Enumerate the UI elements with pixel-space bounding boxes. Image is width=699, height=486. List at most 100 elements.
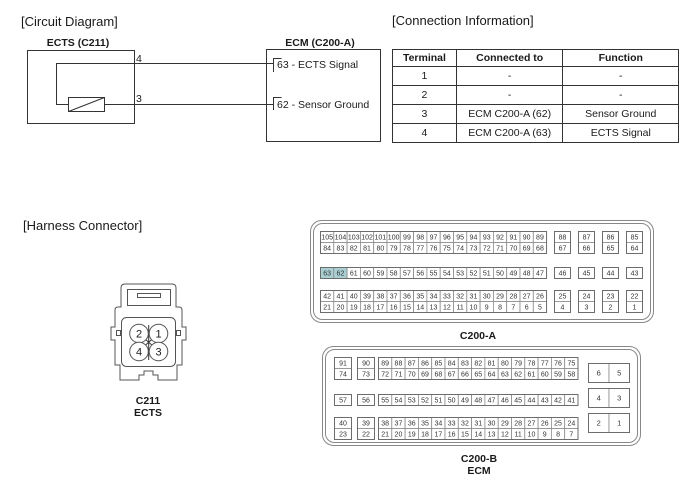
pin-cell-72: 72 xyxy=(378,368,393,380)
pin-number: 36 xyxy=(408,421,416,428)
cell-function: - xyxy=(562,85,679,105)
pin-cell-44: 44 xyxy=(524,394,539,406)
pin-cell-32: 32 xyxy=(457,417,472,429)
pin-number: 79 xyxy=(514,361,522,368)
pin-cell-84: 84 xyxy=(320,242,335,254)
pin-number: 65 xyxy=(607,246,615,253)
pin-number: 39 xyxy=(362,421,370,428)
pin-cell-10: 10 xyxy=(466,301,481,313)
pin-cell-104: 104 xyxy=(333,231,348,243)
pin-cell-56: 56 xyxy=(413,267,428,279)
pin-number: 97 xyxy=(430,235,438,242)
pin-number: 52 xyxy=(470,271,478,278)
pin-number: 69 xyxy=(421,372,429,379)
pin-number: 24 xyxy=(567,421,575,428)
pin-cell-46: 46 xyxy=(554,267,571,279)
pin-cell-49: 49 xyxy=(506,267,521,279)
pin-block-outline xyxy=(578,290,595,313)
pin-number: 34 xyxy=(430,294,438,301)
pin-block-outline xyxy=(588,413,630,433)
pin-number: 13 xyxy=(430,305,438,312)
pin-number: 28 xyxy=(509,294,517,301)
pin-block-outline xyxy=(578,267,595,279)
pin-number: 26 xyxy=(536,294,544,301)
pin-cell-26: 26 xyxy=(537,417,552,429)
pin-cell-61: 61 xyxy=(346,267,361,279)
pin-number: 3 xyxy=(617,394,621,403)
pin-number: 23 xyxy=(607,294,615,301)
pin-number: 30 xyxy=(483,294,491,301)
pin-cell-82: 82 xyxy=(471,357,486,369)
pin-cell-57: 57 xyxy=(334,394,352,406)
pin-number: 4 xyxy=(597,394,601,403)
pin-cell-34: 34 xyxy=(431,417,446,429)
pin-number: 59 xyxy=(554,372,562,379)
pin-cell-51: 51 xyxy=(479,267,494,279)
pin-number: 89 xyxy=(536,235,544,242)
pin-number: 51 xyxy=(434,398,442,405)
pin-number: 22 xyxy=(631,294,639,301)
pin-cell-44: 44 xyxy=(602,267,619,279)
pin-number: 59 xyxy=(376,271,384,278)
pin-cell-63: 63 xyxy=(320,267,335,279)
pin-number: 1 xyxy=(155,329,161,341)
pin-cell-47: 47 xyxy=(532,267,547,279)
pin-cell-20: 20 xyxy=(333,301,348,313)
pin-cell-65: 65 xyxy=(602,242,619,254)
pin-number: 69 xyxy=(523,246,531,253)
pin-number: 2 xyxy=(136,329,142,341)
c200a-outer-border xyxy=(310,220,654,323)
pin-number: 90 xyxy=(362,361,370,368)
pin-number: 77 xyxy=(541,361,549,368)
pin-number: 88 xyxy=(559,235,567,242)
pin-number: 83 xyxy=(461,361,469,368)
pin-number: 72 xyxy=(381,372,389,379)
pin-cell-5: 5 xyxy=(608,363,630,383)
c211-connector-code: C211 xyxy=(136,395,161,407)
ecm-label: ECM (C200-A) xyxy=(285,37,354,49)
pin-number: 19 xyxy=(350,305,358,312)
pin-number: 30 xyxy=(488,421,496,428)
pin-cell-75: 75 xyxy=(564,357,579,369)
pin-number: 68 xyxy=(536,246,544,253)
pin-number: 67 xyxy=(559,246,567,253)
pin-number: 98 xyxy=(416,235,424,242)
pin-number: 72 xyxy=(483,246,491,253)
circuit-diagram: ECTS (C211) ECM (C200-A) 4 3 63 - ECTS S… xyxy=(27,37,381,142)
pin-cell-24: 24 xyxy=(578,290,595,302)
pin-number: 55 xyxy=(381,398,389,405)
pin-number: 80 xyxy=(376,246,384,253)
pin-cell-7: 7 xyxy=(564,428,579,440)
cell-connected-to: ECM C200-A (63) xyxy=(455,123,564,143)
pin-number: 53 xyxy=(456,271,464,278)
pin-number: 37 xyxy=(395,421,403,428)
pin-cell-5: 5 xyxy=(532,301,547,313)
pin-cell-7: 7 xyxy=(506,301,521,313)
pin-cell-97: 97 xyxy=(426,231,441,243)
pin-cell-95: 95 xyxy=(453,231,468,243)
pin-cell-17: 17 xyxy=(431,428,446,440)
pin-number: 80 xyxy=(501,361,509,368)
pin-cell-19: 19 xyxy=(404,428,419,440)
pin-cell-9: 9 xyxy=(479,301,494,313)
pin-number: 70 xyxy=(408,372,416,379)
pin-number: 50 xyxy=(496,271,504,278)
pin-number: 75 xyxy=(567,361,575,368)
pin-cell-88: 88 xyxy=(554,231,571,243)
pin-number: 62 xyxy=(337,271,345,278)
pin-cell-76: 76 xyxy=(551,357,566,369)
pin-cell-35: 35 xyxy=(417,417,433,429)
pin-cell-56: 56 xyxy=(357,394,375,406)
pin-cell-77: 77 xyxy=(413,242,428,254)
sensor-pin-4-label: 4 xyxy=(136,53,142,65)
pin-number: 99 xyxy=(403,235,411,242)
pin-cell-34: 34 xyxy=(426,290,441,302)
pin-block: 46 xyxy=(554,267,571,279)
pin-cell-65: 65 xyxy=(471,368,486,380)
pin-cell-86: 86 xyxy=(417,357,433,369)
pin-block-outline xyxy=(554,290,571,313)
